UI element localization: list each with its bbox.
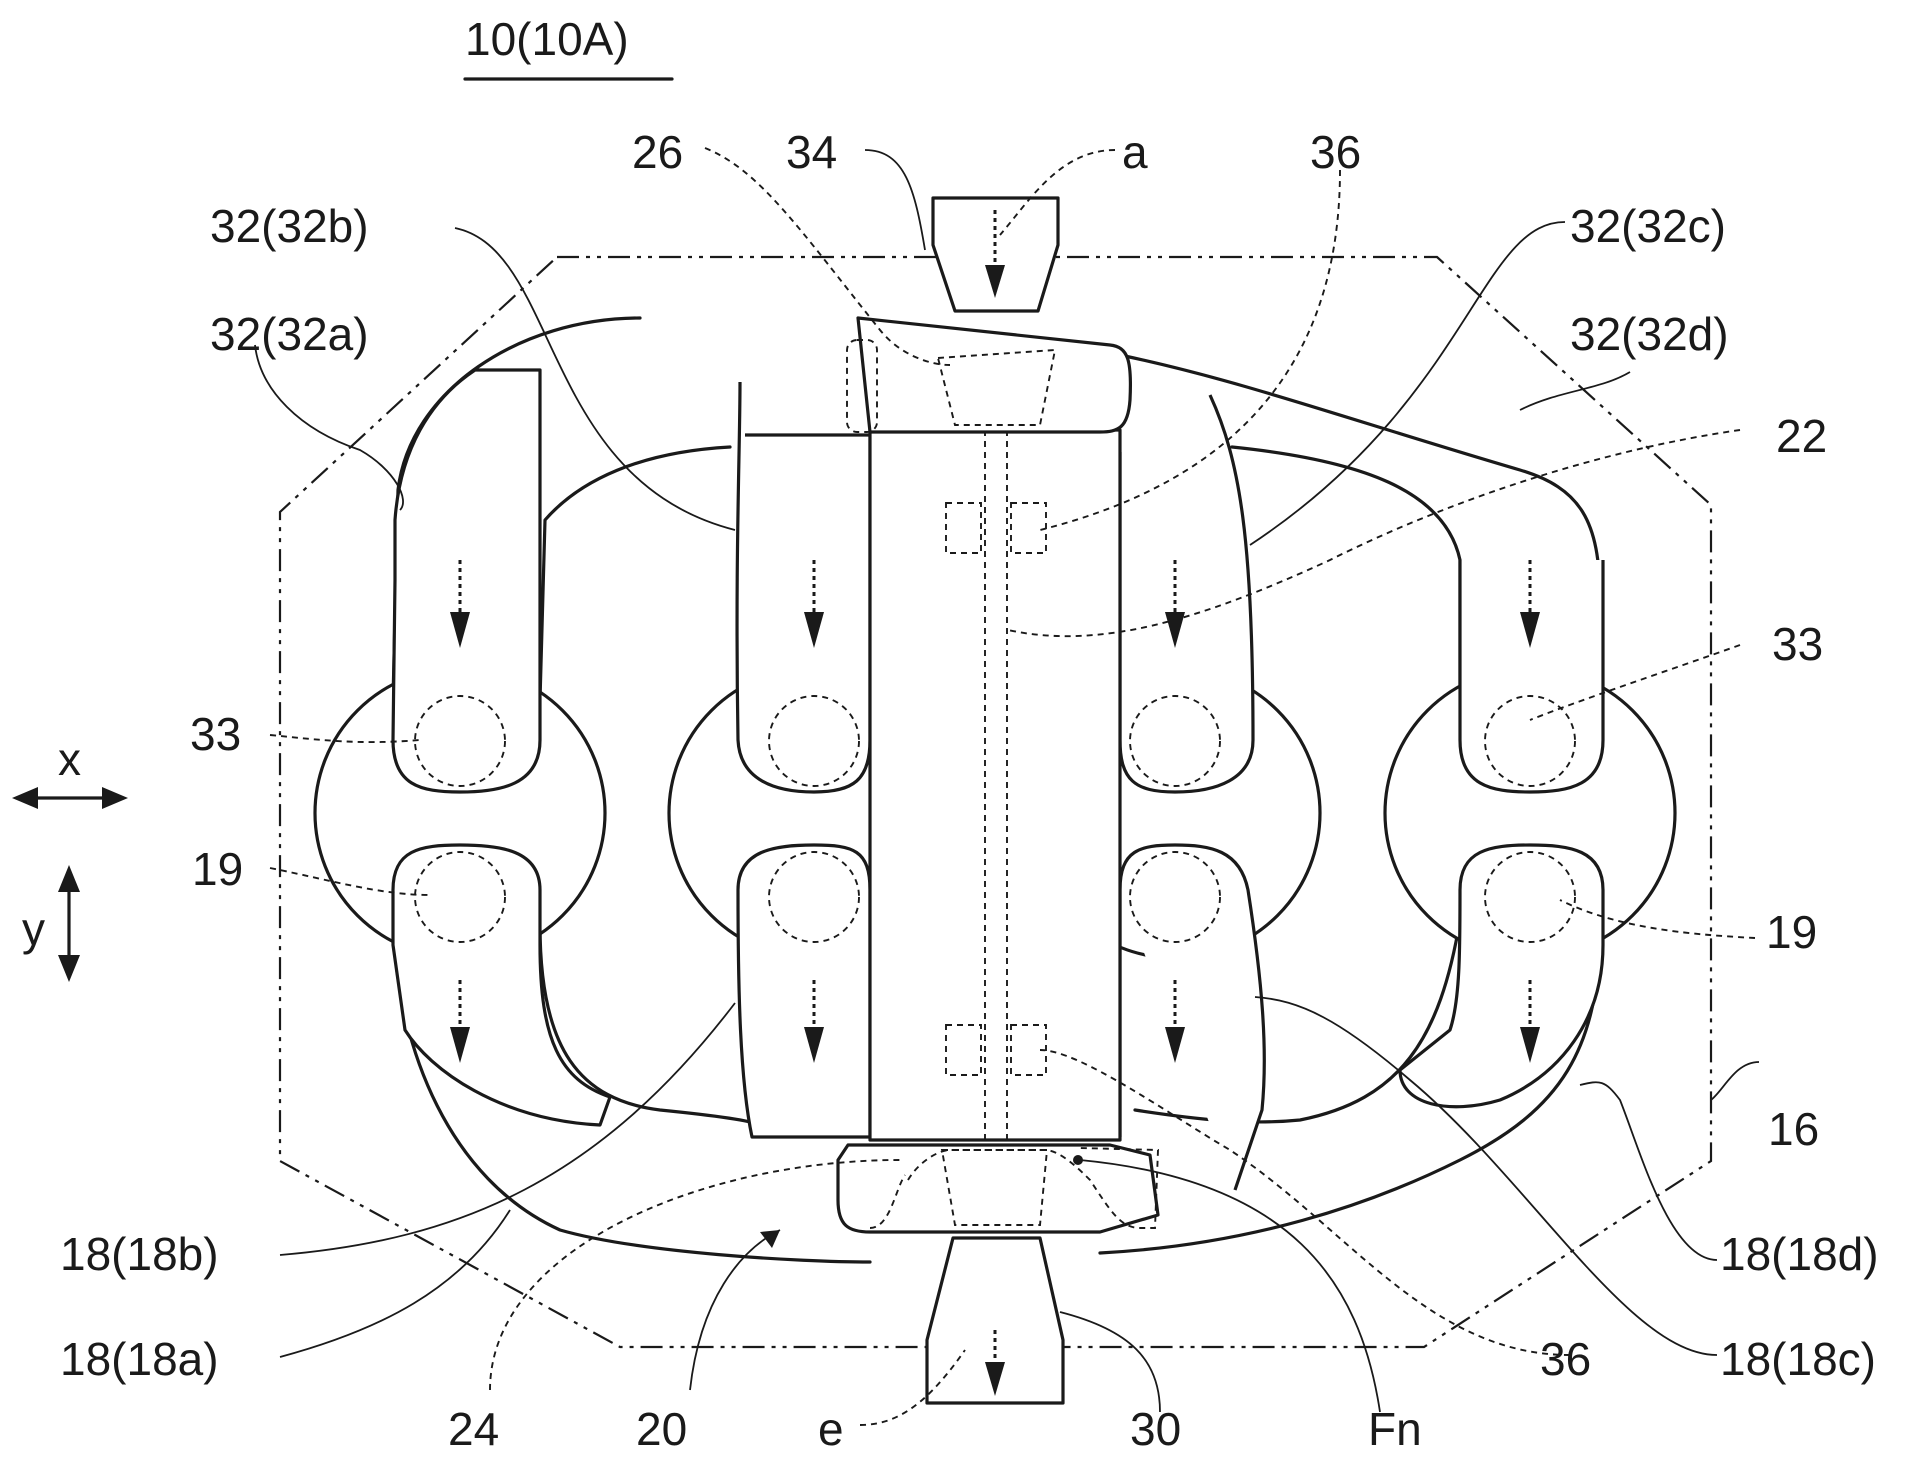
port-33c [1129, 695, 1221, 787]
lower-manifold [836, 1143, 1160, 1234]
flow-path-32b [735, 381, 872, 794]
outlet-nozzle [925, 1236, 1065, 1405]
port-33a [414, 695, 506, 787]
flow-path-32d [1458, 560, 1605, 794]
label-18b: 18(18b) [60, 1228, 219, 1280]
lower-diffuser [940, 1149, 1049, 1226]
central-frame [868, 428, 1122, 1142]
figure-title: 10(10A) [465, 13, 629, 65]
clamp-top-left [945, 502, 982, 554]
lower-manifold-dash [907, 1147, 1159, 1229]
label-22: 22 [1776, 410, 1827, 462]
stack-inner-loop [538, 445, 1462, 1127]
label-34: 34 [786, 126, 837, 178]
port-33d [1484, 695, 1576, 787]
label-33-left: 33 [190, 708, 241, 760]
label-36-top: 36 [1310, 126, 1361, 178]
label-Fn: Fn [1368, 1403, 1422, 1455]
label-24: 24 [448, 1403, 499, 1455]
label-32b: 32(32b) [210, 200, 369, 252]
label-20: 20 [636, 1403, 687, 1455]
upper-manifold-dash [846, 339, 878, 433]
upper-diffuser [936, 348, 1057, 426]
flow-path-18b-lower [736, 843, 872, 1139]
port-19c [1129, 851, 1221, 943]
label-18a: 18(18a) [60, 1333, 219, 1385]
upper-manifold [856, 316, 1133, 434]
label-16: 16 [1768, 1103, 1819, 1155]
port-19b [768, 851, 860, 943]
label-33-right: 33 [1772, 618, 1823, 670]
x-axis-label: x [58, 733, 81, 785]
inlet-flow-arrow-head [985, 265, 1005, 298]
port-19a [414, 851, 506, 943]
port-33b [768, 695, 860, 787]
label-26: 26 [632, 126, 683, 178]
y-axis-indicator [58, 865, 80, 982]
flow-arrows-upper [450, 560, 1540, 648]
flow-path-18c-lower [1118, 843, 1266, 1191]
lower-manifold-dash-2 [869, 1174, 906, 1229]
clamp-bottom-right [1010, 1024, 1047, 1076]
label-30: 30 [1130, 1403, 1181, 1455]
label-36-bottom: 36 [1540, 1333, 1591, 1385]
label-19-left: 19 [192, 843, 243, 895]
label-19-right: 19 [1766, 906, 1817, 958]
port-19d [1484, 851, 1576, 943]
flow-path-18d-lower [1398, 843, 1605, 1109]
label-32c: 32(32c) [1570, 200, 1726, 252]
label-32d: 32(32d) [1570, 308, 1729, 360]
label-32a: 32(32a) [210, 308, 369, 360]
Fn-point [1073, 1155, 1083, 1165]
flow-path-32a [391, 368, 542, 794]
housing-outline [278, 255, 1713, 1349]
x-axis-indicator [12, 787, 128, 809]
label-e: e [818, 1403, 844, 1455]
label-18d: 18(18d) [1720, 1228, 1879, 1280]
y-axis-label: y [22, 903, 45, 955]
leader-lines [254, 147, 1760, 1426]
clamp-bottom-left [945, 1024, 982, 1076]
label-a: a [1122, 126, 1148, 178]
flow-path-32c [1118, 394, 1255, 794]
flow-path-18a-lower [391, 843, 612, 1127]
outlet-flow-arrow-head [985, 1362, 1005, 1396]
inlet-nozzle [931, 196, 1060, 313]
flow-arrows-lower [450, 980, 1540, 1063]
label-18c: 18(18c) [1720, 1333, 1876, 1385]
